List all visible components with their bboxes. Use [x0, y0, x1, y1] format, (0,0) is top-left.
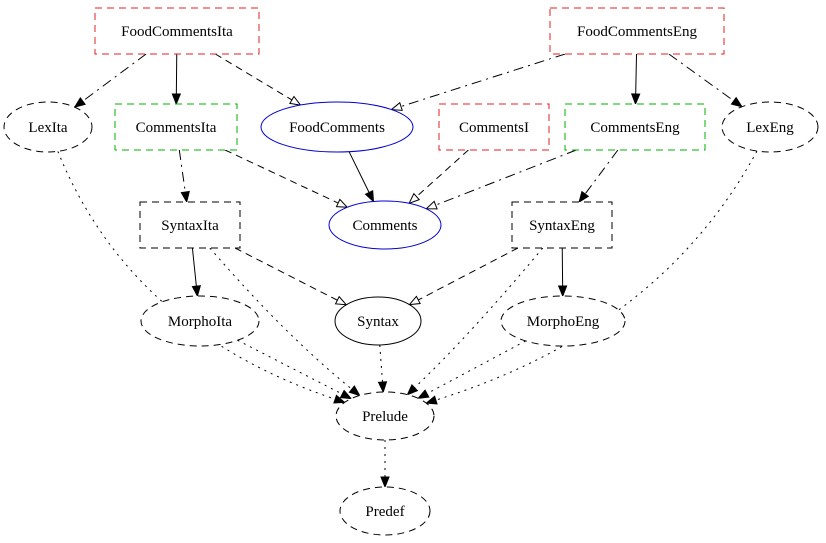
node-label: SyntaxIta: [161, 218, 219, 234]
node-label: FoodComments: [289, 120, 385, 136]
node-shape-box: [139, 201, 241, 249]
open-arrowhead-icon: [408, 192, 421, 205]
node-FoodCommentsEng: FoodCommentsEng: [549, 7, 725, 55]
edge-Syntax-Prelude: [377, 344, 388, 394]
edge-SyntaxIta-MorphoIta: [191, 247, 202, 298]
node-label: MorphoIta: [168, 314, 232, 330]
filled-arrowhead-icon: [339, 389, 353, 400]
node-shape-ellipse: [140, 295, 260, 347]
node-label: FoodCommentsIta: [121, 24, 233, 40]
node-label: CommentsI: [459, 120, 529, 136]
node-MorphoIta: MorphoIta: [140, 295, 260, 347]
node-shape-box: [564, 103, 706, 151]
node-CommentsIta: CommentsIta: [114, 103, 238, 151]
open-arrowhead-icon: [408, 295, 421, 306]
filled-arrowhead-icon: [333, 394, 346, 404]
edge-LexEng-Prelude: [425, 150, 758, 405]
edge-CommentsI-Comments: [408, 149, 469, 205]
node-Predef: Predef: [339, 486, 431, 536]
node-FoodCommentsIta: FoodCommentsIta: [94, 7, 260, 55]
node-shape-ellipse: [334, 296, 422, 346]
edge-LexIta-Prelude: [57, 151, 346, 404]
node-LexEng: LexEng: [721, 101, 819, 153]
node-shape-ellipse: [335, 391, 435, 441]
node-SyntaxEng: SyntaxEng: [511, 201, 613, 249]
node-label: LexIta: [28, 120, 67, 136]
edge-CommentsIta-Comments: [224, 149, 349, 208]
node-label: Syntax: [357, 314, 399, 330]
node-shape-box: [94, 7, 260, 55]
filled-arrowhead-icon: [364, 189, 375, 203]
node-label: LexEng: [746, 120, 794, 136]
node-shape-box: [438, 103, 550, 151]
node-shape-box: [511, 201, 613, 249]
node-shape-box: [549, 7, 725, 55]
open-arrowhead-icon: [425, 200, 438, 210]
edge-CommentsEng-Comments: [425, 149, 577, 210]
filled-arrowhead-icon: [348, 385, 361, 397]
filled-arrowhead-icon: [180, 190, 190, 204]
node-shape-ellipse: [500, 295, 626, 347]
node-SyntaxIta: SyntaxIta: [139, 201, 241, 249]
edge-CommentsEng-SyntaxEng: [578, 149, 619, 204]
filled-arrowhead-icon: [630, 93, 641, 106]
filled-arrowhead-icon: [730, 96, 744, 108]
node-Prelude: Prelude: [335, 391, 435, 441]
edge-FoodComments-Comments: [348, 151, 375, 203]
edge-SyntaxEng-Prelude: [406, 247, 544, 396]
edge-FoodCommentsIta-CommentsIta: [171, 53, 182, 106]
filled-arrowhead-icon: [191, 285, 202, 298]
node-CommentsEng: CommentsEng: [564, 103, 706, 151]
filled-arrowhead-icon: [578, 190, 590, 204]
node-label: CommentsIta: [136, 120, 217, 136]
node-shape-ellipse: [260, 101, 414, 153]
filled-arrowhead-icon: [557, 285, 568, 298]
open-arrowhead-icon: [335, 198, 349, 208]
node-label: Predef: [365, 504, 404, 520]
edge-SyntaxEng-MorphoEng: [557, 247, 568, 298]
edge-SyntaxIta-Syntax: [234, 247, 348, 306]
node-Syntax: Syntax: [334, 296, 422, 346]
edge-FoodCommentsEng-FoodComments: [390, 53, 566, 111]
edge-FoodCommentsEng-CommentsEng: [630, 53, 641, 106]
node-label: CommentsEng: [590, 120, 680, 136]
filled-arrowhead-icon: [171, 93, 182, 106]
filled-arrowhead-icon: [406, 383, 419, 396]
node-shape-ellipse: [3, 101, 93, 153]
node-label: SyntaxEng: [529, 218, 595, 234]
edge-CommentsIta-SyntaxIta: [178, 149, 190, 204]
open-arrowhead-icon: [289, 95, 302, 106]
node-shape-ellipse: [328, 200, 442, 250]
filled-arrowhead-icon: [73, 97, 86, 108]
filled-arrowhead-icon: [416, 389, 430, 399]
filled-arrowhead-icon: [377, 381, 388, 394]
node-Comments: Comments: [328, 200, 442, 250]
node-shape-ellipse: [339, 486, 431, 536]
node-CommentsI: CommentsI: [438, 103, 550, 151]
open-arrowhead-icon: [334, 295, 348, 306]
edge-SyntaxIta-Prelude: [209, 247, 361, 397]
node-label: FoodCommentsEng: [577, 24, 698, 40]
node-MorphoEng: MorphoEng: [500, 295, 626, 347]
edge-FoodCommentsEng-LexEng: [668, 53, 744, 108]
edge-FoodCommentsIta-FoodComments: [215, 53, 302, 106]
node-LexIta: LexIta: [3, 101, 93, 153]
edge-MorphoIta-Prelude: [237, 339, 353, 400]
filled-arrowhead-icon: [380, 476, 390, 489]
node-label: Comments: [352, 218, 417, 234]
edge-SyntaxEng-Syntax: [408, 247, 519, 306]
node-shape-ellipse: [721, 101, 819, 153]
open-arrowhead-icon: [390, 101, 403, 111]
node-label: MorphoEng: [527, 314, 600, 330]
edge-FoodCommentsIta-LexIta: [73, 53, 147, 108]
edge-Prelude-Predef: [380, 440, 390, 489]
node-label: Prelude: [362, 409, 408, 425]
node-shape-box: [114, 103, 238, 151]
filled-arrowhead-icon: [425, 395, 438, 405]
node-FoodComments: FoodComments: [260, 101, 414, 153]
edge-MorphoEng-Prelude: [416, 340, 526, 399]
